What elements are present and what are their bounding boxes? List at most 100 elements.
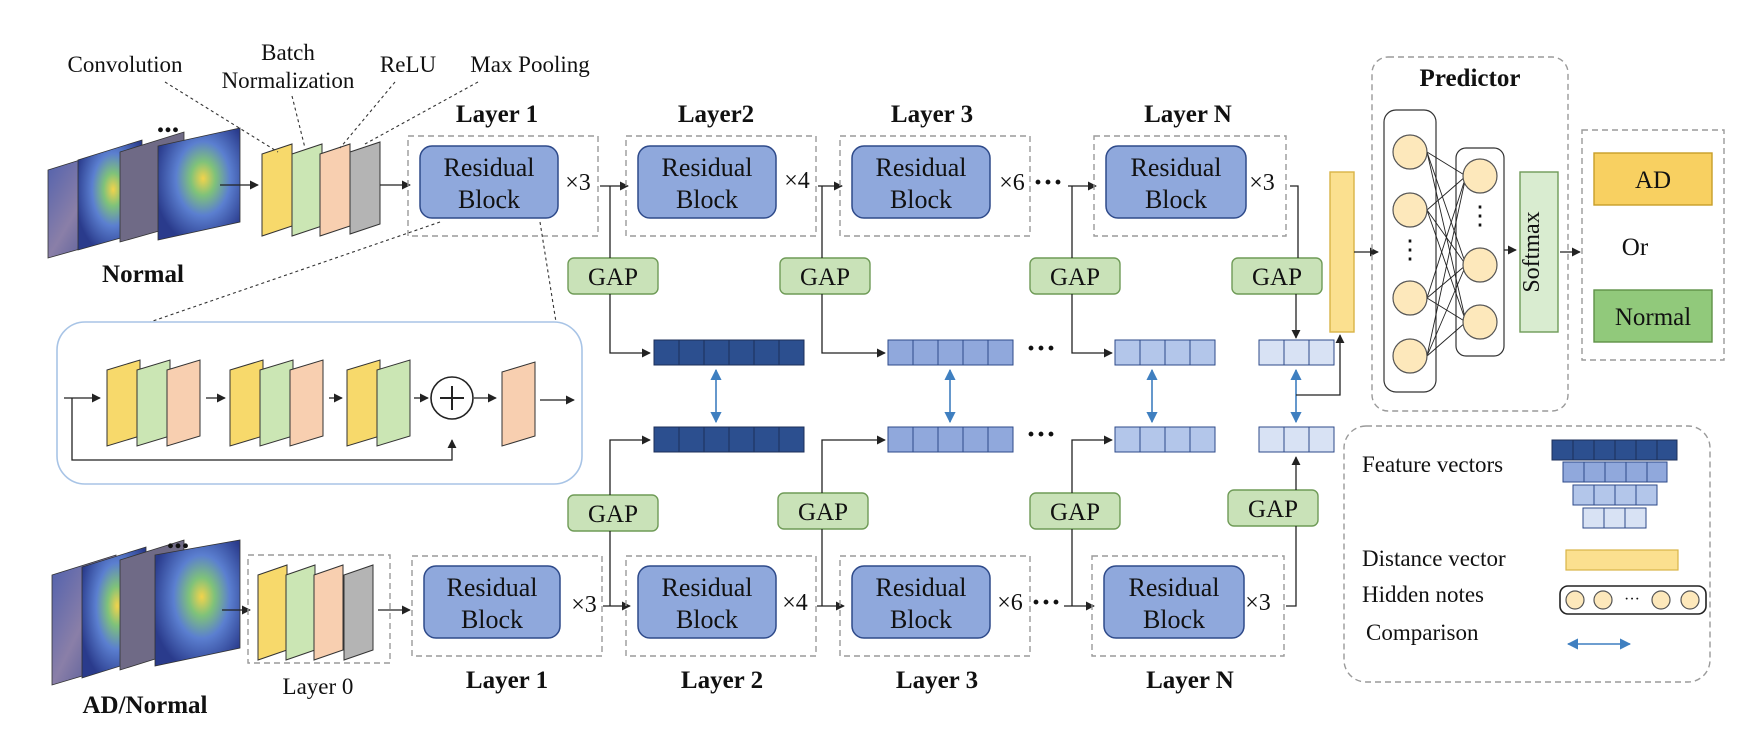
bottom-layer0: Layer 0 [247, 554, 391, 699]
legend-comparison: Comparison [1366, 620, 1479, 645]
svg-text:Residual: Residual [447, 573, 538, 602]
distance-vector [1329, 171, 1355, 333]
bottom-residual-block-2 [637, 565, 777, 639]
component-labels: Convolution Batch Normalization ReLU Max… [67, 40, 590, 153]
bottom-layer-n-title: Layer N [1146, 667, 1234, 694]
softmax-box [1519, 171, 1559, 333]
top-multiplier-3: ×6 [999, 170, 1025, 196]
relu-layer [319, 143, 351, 237]
top-feature-vectors: ··· [653, 332, 1335, 366]
top-residual-block-2 [637, 145, 777, 219]
svg-text:···: ··· [1026, 332, 1056, 365]
comparison-arrows [710, 368, 1302, 424]
bottom-input-images: ... AD/Normal [51, 522, 241, 719]
feature-vector-top-3 [1114, 339, 1216, 366]
predictor-title: Predictor [1420, 65, 1521, 92]
top-gap-3 [1029, 257, 1121, 295]
legend-hidden-notes: Hidden notes [1362, 582, 1484, 607]
svg-text:GAP: GAP [1248, 496, 1298, 523]
plus-circle-icon [430, 376, 474, 420]
predictor-nodes [1392, 134, 1498, 374]
legend-feature-vectors: Feature vectors [1362, 452, 1503, 477]
bottom-dots: ··· [1031, 586, 1061, 619]
svg-text:Residual: Residual [444, 153, 535, 182]
svg-text:Residual: Residual [1129, 573, 1220, 602]
bottom-residual-block-1 [423, 565, 561, 639]
top-input-images: ... Normal [47, 106, 241, 288]
top-gap-row: GAP GAP GAP GAP [567, 257, 1323, 295]
bottom-gap-n [1227, 489, 1319, 527]
top-gap-2 [779, 257, 871, 295]
top-layer-1: Layer 1 Residual Block ×3 [407, 101, 599, 237]
top-layer-n: Layer N Residual Block ×3 [1093, 101, 1287, 237]
feature-vector-bottom-3 [1114, 426, 1216, 453]
svg-text:···: ··· [1026, 418, 1056, 451]
top-layer0-stack [261, 141, 381, 237]
svg-text:Block: Block [676, 605, 738, 634]
feature-vector-bottom-n [1258, 426, 1335, 453]
top-residual-block-3 [851, 145, 991, 219]
bottom-layer-1: Residual Block ×3 Layer 1 [411, 555, 603, 694]
svg-text:Block: Block [890, 185, 952, 214]
top-residual-block-1 [419, 145, 559, 219]
pool-layer [349, 141, 381, 235]
svg-text:Normal: Normal [1615, 304, 1691, 331]
svg-text:Block: Block [458, 185, 520, 214]
label-relu: ReLU [380, 52, 437, 77]
top-layer-1-title: Layer 1 [456, 101, 538, 128]
feature-vector-bottom-1 [653, 426, 805, 453]
top-layer-3-title: Layer 3 [891, 101, 973, 128]
bottom-residual-block-3 [851, 565, 991, 639]
legend: Feature vectors Distance vector Hidden n… [1343, 425, 1711, 683]
bottom-layer-3-title: Layer 3 [896, 667, 978, 694]
svg-text:⋮: ⋮ [1397, 235, 1423, 264]
svg-text:GAP: GAP [588, 264, 638, 291]
svg-text:⋮: ⋮ [1467, 201, 1493, 230]
svg-text:GAP: GAP [800, 264, 850, 291]
svg-text:Residual: Residual [1131, 153, 1222, 182]
svg-text:Block: Block [1143, 605, 1205, 634]
top-input-label: Normal [102, 261, 184, 288]
output-ad [1593, 152, 1713, 206]
feature-vector-top-n [1258, 339, 1335, 366]
svg-text:×3: ×3 [571, 592, 597, 618]
top-gap-n [1231, 257, 1323, 295]
label-convolution: Convolution [67, 52, 183, 77]
svg-text:Block: Block [890, 605, 952, 634]
svg-text:Block: Block [461, 605, 523, 634]
svg-text:Residual: Residual [662, 573, 753, 602]
heatmap-image-icon [157, 127, 241, 241]
feature-vector-top-1 [653, 339, 805, 366]
top-image-ellipsis: ... [157, 106, 180, 139]
predictor-panel: Predictor ⋮ ⋮ Softmax [1371, 56, 1569, 412]
top-layer-n-title: Layer N [1144, 101, 1232, 128]
svg-text:GAP: GAP [798, 499, 848, 526]
conv-layer [261, 143, 293, 237]
bottom-residual-block-n [1103, 565, 1245, 639]
svg-text:×3: ×3 [1245, 590, 1271, 616]
bottom-layer-0-title: Layer 0 [283, 674, 354, 699]
feature-vector-top-2 [887, 339, 1014, 366]
label-batch: Batch [261, 40, 315, 65]
bottom-gap-2 [777, 492, 869, 530]
svg-text:GAP: GAP [588, 501, 638, 528]
bottom-gap-3 [1029, 492, 1121, 530]
svg-text:GAP: GAP [1252, 264, 1302, 291]
predictor-connections [1426, 151, 1467, 357]
svg-text:×4: ×4 [782, 590, 808, 616]
bottom-layer-2: Residual Block ×4 Layer 2 [625, 555, 817, 694]
top-gap-1 [567, 257, 659, 295]
svg-text:GAP: GAP [1050, 264, 1100, 291]
top-residual-block-n [1105, 145, 1247, 219]
top-layer-2: Layer2 Residual Block ×4 [625, 101, 817, 237]
svg-text:Softmax: Softmax [1519, 211, 1545, 292]
label-max-pooling: Max Pooling [470, 52, 590, 77]
bottom-image-ellipsis: ... [167, 522, 190, 555]
bottom-layer-n: Residual Block ×3 Layer N [1091, 555, 1285, 694]
bottom-input-label: AD/Normal [83, 692, 208, 719]
bottom-layer-3: Residual Block ×6 Layer 3 [839, 555, 1031, 694]
feature-vector-bottom-2 [887, 426, 1014, 453]
svg-text:AD: AD [1635, 167, 1671, 194]
top-multiplier-2: ×4 [784, 168, 810, 194]
